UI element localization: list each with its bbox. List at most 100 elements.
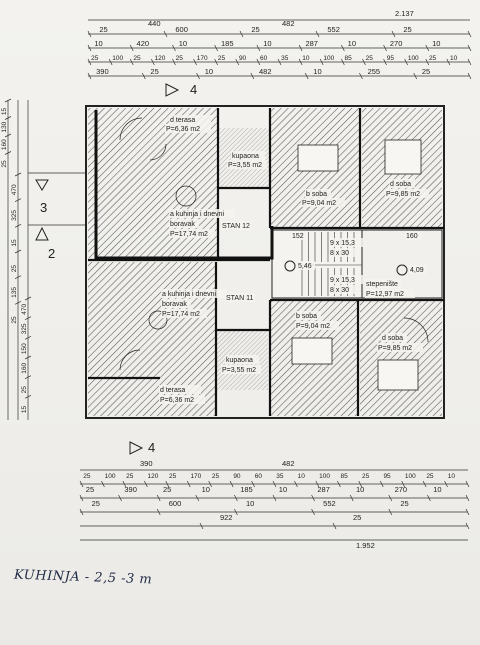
- label-backing: [389, 179, 415, 188]
- dim-tick: [24, 296, 32, 301]
- dim-tick: [234, 494, 238, 502]
- stair-label: 9 x 15,3: [330, 240, 355, 247]
- top-dim: 10: [205, 67, 213, 76]
- top-dim: 10: [313, 67, 321, 76]
- room-name: d terasa: [160, 387, 185, 394]
- dim-tick: [294, 480, 298, 488]
- bottom-dim: 100: [405, 473, 416, 480]
- label-backing: [225, 355, 259, 364]
- bottom-dim-390: 390: [140, 459, 153, 468]
- top-dim: 170: [197, 55, 208, 62]
- dim-tick: [214, 58, 218, 66]
- dim-tick: [195, 494, 200, 502]
- top-dim: 100: [408, 55, 419, 62]
- left-dim: 150: [21, 343, 28, 354]
- dim-tick: [24, 336, 32, 340]
- label-backing: [225, 293, 255, 302]
- dim-tick: [467, 44, 472, 52]
- left-dim: 25: [11, 265, 18, 273]
- top-dim: 287: [305, 39, 318, 48]
- top-dim: 90: [239, 55, 247, 62]
- dim-tick: [14, 275, 22, 279]
- dim-tick: [14, 301, 22, 305]
- dim-tick: [298, 44, 303, 52]
- top-dim: 10: [432, 39, 440, 48]
- unit-label: STAN 12: [222, 223, 250, 230]
- room-name: boravak: [170, 221, 195, 228]
- bottom-dim: 10: [246, 499, 254, 508]
- top-dim: 420: [137, 39, 150, 48]
- dim-tick: [391, 30, 396, 38]
- bottom-dim: 25: [212, 473, 220, 480]
- label-backing: [295, 311, 321, 320]
- label-backing: [221, 221, 251, 230]
- bottom-dim: 270: [395, 485, 408, 494]
- room-name: a kuhinja i dnevni: [162, 291, 217, 298]
- top-dim: 25: [91, 55, 99, 62]
- room-area: P=3,55 m2: [222, 367, 256, 374]
- bottom-dim: 25: [83, 473, 91, 480]
- top-dimension-strip: [87, 19, 472, 80]
- dim-tick: [186, 480, 191, 488]
- dim-tick: [425, 58, 430, 66]
- top-dim: 25: [218, 55, 226, 62]
- dim-tick: [234, 508, 238, 516]
- top-dim: 25: [403, 25, 411, 34]
- dim-tick: [304, 72, 309, 80]
- bottom-dimension-strip: [79, 469, 470, 541]
- dim-tick: [256, 44, 261, 52]
- dim-tick: [315, 30, 320, 38]
- bottom-dim: 10: [202, 485, 210, 494]
- dim-tick: [427, 494, 431, 502]
- bottom-dim: 25: [362, 473, 370, 480]
- dim-tick: [250, 72, 255, 80]
- dim-tick: [118, 494, 122, 502]
- dim-tick: [24, 316, 32, 320]
- bottom-dim: 287: [317, 485, 330, 494]
- stair-label: 8 x 30: [330, 250, 349, 257]
- label-backing: [231, 151, 265, 160]
- bottom-dim: 922: [220, 513, 233, 522]
- bottom-total-dim: 1.952: [356, 541, 375, 550]
- top-dim: 10: [348, 39, 356, 48]
- level-value: 5,46: [298, 263, 312, 270]
- dim-tick: [337, 480, 341, 488]
- top-dim: 60: [260, 55, 268, 62]
- bottom-dim: 25: [92, 499, 100, 508]
- section-mark-top: 4: [190, 82, 197, 97]
- dim-tick: [465, 480, 470, 488]
- dim-tick: [163, 30, 168, 38]
- dim-tick: [332, 522, 337, 530]
- dim-tick: [79, 480, 84, 488]
- label-backing: [169, 115, 211, 124]
- room-area: P=17,74 m2: [170, 231, 208, 238]
- dim-tick: [79, 494, 84, 502]
- label-backing: [161, 299, 191, 308]
- dim-tick: [172, 44, 176, 52]
- room-name: kupaona: [226, 357, 253, 364]
- stair-label: 9 x 15,3: [330, 277, 355, 284]
- room-name: b soba: [306, 191, 327, 198]
- dim-tick: [272, 480, 277, 488]
- left-dimension-strip: [4, 98, 86, 420]
- dim-tick: [235, 58, 240, 66]
- dim-tick: [319, 58, 324, 66]
- label-backing: [169, 229, 215, 238]
- top-dim: 482: [259, 67, 272, 76]
- section-mark-2: 2: [48, 246, 55, 261]
- label-backing: [221, 365, 261, 374]
- bottom-dim: 100: [319, 473, 330, 480]
- label-backing: [329, 275, 363, 284]
- dim-tick: [101, 480, 105, 488]
- dim-tick: [144, 480, 148, 488]
- room-name: b soba: [296, 313, 317, 320]
- room-name: d soba: [382, 335, 403, 342]
- top-dim: 10: [94, 39, 102, 48]
- dim-tick: [4, 151, 12, 155]
- dim-tick: [172, 58, 176, 66]
- bottom-dim: 10: [279, 485, 287, 494]
- top-total-dim: 2.137: [395, 9, 414, 18]
- bottom-dim: 25: [169, 473, 177, 480]
- top-dim: 25: [429, 55, 437, 62]
- dim-tick: [401, 480, 405, 488]
